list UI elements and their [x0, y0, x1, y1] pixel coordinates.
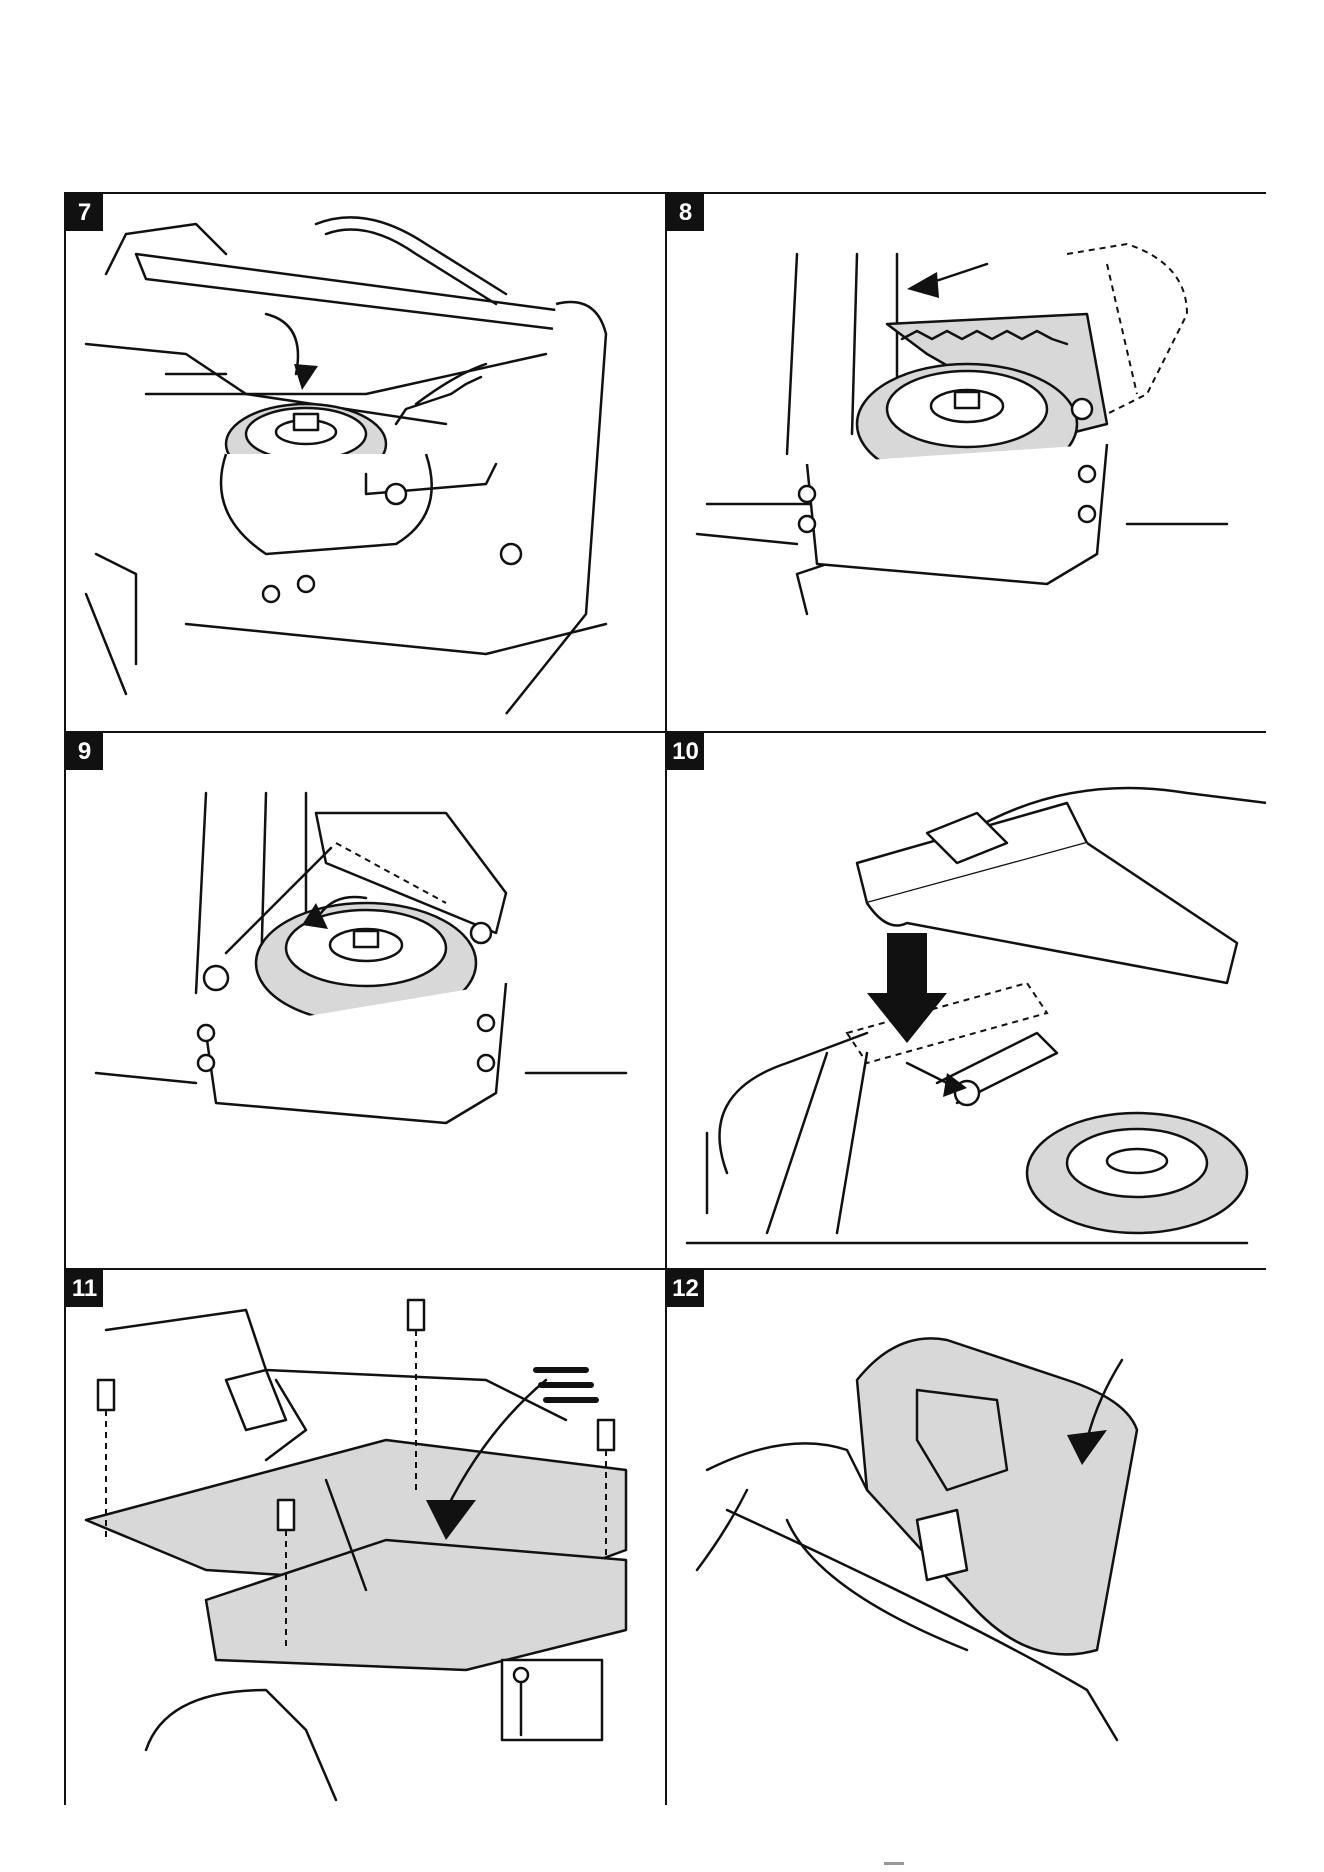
illustration-grid: 7 8 [64, 192, 1266, 1805]
page-footer-mark [884, 1862, 904, 1865]
panel-11: 11 [66, 1270, 665, 1805]
step-number: 8 [667, 194, 704, 231]
step-number: 11 [66, 1270, 103, 1307]
panel-9: 9 [66, 733, 665, 1268]
step-number: 7 [66, 194, 103, 231]
panel-7: 7 [66, 194, 666, 731]
step-number: 10 [667, 733, 704, 770]
panel-10: 10 [667, 733, 1266, 1268]
step-number: 9 [66, 733, 103, 770]
pulley-spring-drawing [66, 733, 665, 1268]
seat-cover-drawing [667, 1270, 1266, 1805]
pulley-spring-drawing [667, 194, 1266, 731]
step-number: 12 [667, 1270, 704, 1307]
wrench-icon [502, 1660, 602, 1740]
floor-plate-drawing [66, 1270, 665, 1805]
seat-lever-drawing [667, 733, 1266, 1268]
pulley-spring-drawing [66, 194, 666, 731]
panel-8: 8 [667, 194, 1266, 731]
panel-12: 12 [667, 1270, 1266, 1805]
